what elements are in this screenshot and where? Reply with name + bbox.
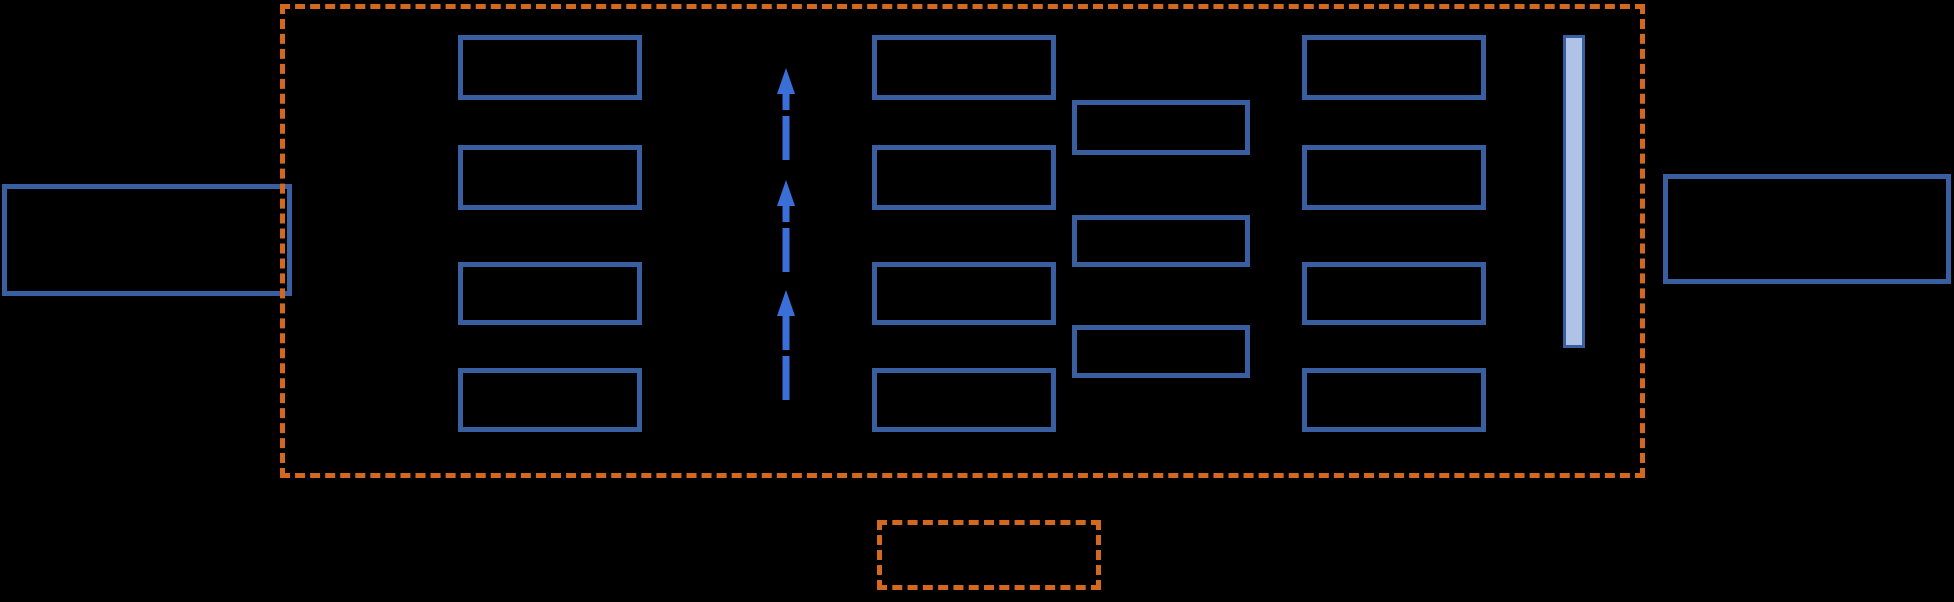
process-box[interactable] xyxy=(458,35,642,100)
process-box[interactable] xyxy=(458,262,642,325)
process-box[interactable] xyxy=(1072,325,1250,378)
external-right-box[interactable] xyxy=(1663,174,1951,284)
main-dashed-group[interactable] xyxy=(280,4,1645,478)
process-box[interactable] xyxy=(1302,262,1486,325)
up-arrow xyxy=(773,68,799,160)
external-left-box[interactable] xyxy=(2,184,292,296)
process-box[interactable] xyxy=(1302,368,1486,432)
process-box[interactable] xyxy=(458,368,642,432)
process-box[interactable] xyxy=(872,262,1056,325)
process-box[interactable] xyxy=(1302,145,1486,210)
bottom-dashed-group[interactable] xyxy=(877,520,1101,590)
process-box[interactable] xyxy=(1302,35,1486,100)
process-box[interactable] xyxy=(458,145,642,210)
process-box[interactable] xyxy=(1072,215,1250,267)
up-arrow xyxy=(773,180,799,272)
process-box[interactable] xyxy=(1072,100,1250,155)
vertical-bar[interactable] xyxy=(1563,35,1585,348)
up-arrow xyxy=(773,290,799,400)
process-box[interactable] xyxy=(872,368,1056,432)
process-box[interactable] xyxy=(872,145,1056,210)
process-box[interactable] xyxy=(872,35,1056,100)
